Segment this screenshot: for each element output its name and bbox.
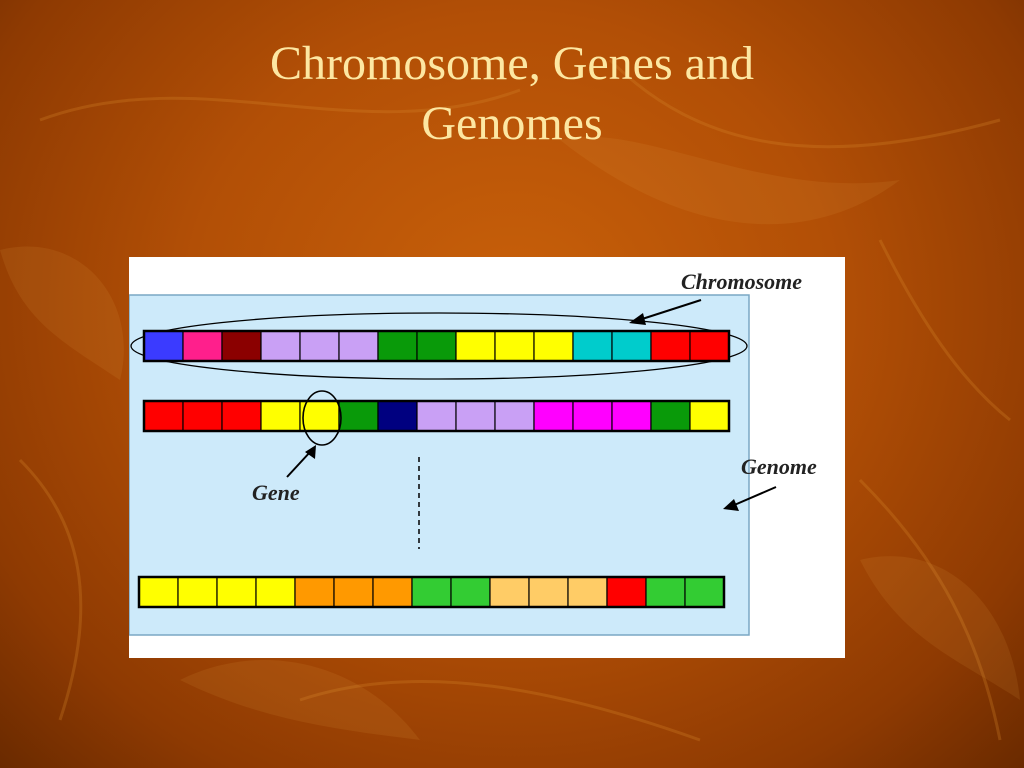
gene-segment bbox=[455, 330, 496, 362]
gene-segment bbox=[377, 330, 418, 362]
chromosome-arrow-head bbox=[629, 313, 646, 325]
title-line-1: Chromosome, Genes and bbox=[270, 37, 754, 90]
gene-segment bbox=[533, 330, 574, 362]
gene-segment bbox=[260, 400, 301, 432]
gene-arrow-head bbox=[305, 445, 316, 459]
gene-segment bbox=[216, 576, 257, 608]
gene-segment bbox=[255, 576, 296, 608]
gene-segment bbox=[338, 330, 379, 362]
gene-segment bbox=[650, 400, 691, 432]
gene-segment bbox=[294, 576, 335, 608]
chromosome-strip-border bbox=[137, 575, 726, 609]
gene-segment bbox=[567, 576, 608, 608]
gene-segment bbox=[143, 400, 184, 432]
genome-diagram: Chromosome Gene Genome bbox=[129, 257, 845, 658]
chromosome-strip-3 bbox=[137, 575, 726, 609]
gene-arrow bbox=[286, 450, 312, 478]
gene-segment bbox=[260, 330, 301, 362]
gene-segment bbox=[689, 330, 730, 362]
title-line-2: Genomes bbox=[421, 97, 603, 150]
gene-segment bbox=[494, 400, 535, 432]
slide-title: Chromosome, Genes and Genomes bbox=[0, 34, 1024, 154]
gene-segment bbox=[572, 400, 613, 432]
gene-segment bbox=[606, 576, 647, 608]
chromosome-arrow bbox=[638, 299, 702, 321]
chromosome-label: Chromosome bbox=[681, 269, 802, 294]
gene-segment bbox=[338, 400, 379, 432]
gene-segment bbox=[455, 400, 496, 432]
genome-arrow-head bbox=[723, 499, 739, 511]
genome-arrow bbox=[731, 486, 777, 507]
genome-label: Genome bbox=[741, 454, 817, 479]
gene-label: Gene bbox=[252, 480, 300, 505]
gene-segment bbox=[299, 330, 340, 362]
gene-segment bbox=[221, 400, 262, 432]
gene-segment bbox=[611, 330, 652, 362]
gene-segment bbox=[221, 330, 262, 362]
gene-segment bbox=[182, 330, 223, 362]
gene-segment bbox=[333, 576, 374, 608]
gene-segment bbox=[689, 400, 730, 432]
chromosome-outline bbox=[130, 312, 748, 380]
gene-segment bbox=[143, 330, 184, 362]
gene-segment bbox=[416, 400, 457, 432]
gene-segment bbox=[377, 400, 418, 432]
chromosome-strip-2 bbox=[142, 399, 731, 433]
gene-segment bbox=[182, 400, 223, 432]
chromosome-rows bbox=[137, 329, 731, 609]
gene-segment bbox=[572, 330, 613, 362]
diagram-svg: Chromosome Gene Genome bbox=[129, 269, 817, 636]
gene-segment bbox=[611, 400, 652, 432]
gene-segment bbox=[372, 576, 413, 608]
gene-segment bbox=[645, 576, 686, 608]
gene-segment bbox=[411, 576, 452, 608]
gene-segment bbox=[177, 576, 218, 608]
gene-segment bbox=[533, 400, 574, 432]
gene-segment bbox=[450, 576, 491, 608]
chromosome-strip-border bbox=[142, 399, 731, 433]
chromosome-strip-border bbox=[142, 329, 731, 363]
gene-outline bbox=[302, 390, 342, 446]
gene-segment bbox=[494, 330, 535, 362]
gene-segment bbox=[489, 576, 530, 608]
gene-segment bbox=[416, 330, 457, 362]
gene-segment bbox=[650, 330, 691, 362]
gene-segment bbox=[138, 576, 179, 608]
gene-segment bbox=[684, 576, 725, 608]
chromosome-strip-1 bbox=[142, 329, 731, 363]
gene-segment bbox=[528, 576, 569, 608]
